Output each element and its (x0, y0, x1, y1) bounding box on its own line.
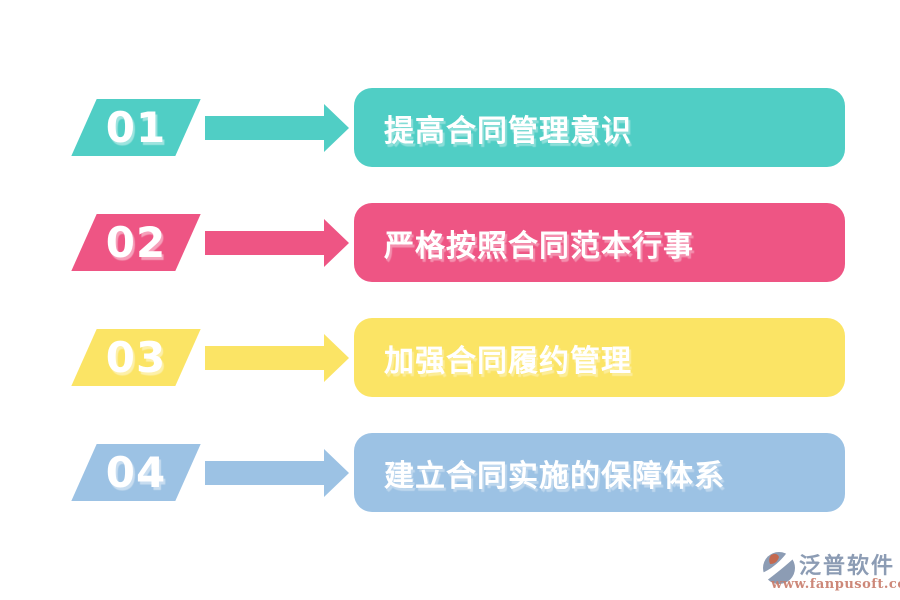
step-number-badge: 03 (71, 329, 201, 386)
arrow-right-icon (205, 231, 325, 255)
step-label: 建立合同实施的保障体系 (384, 458, 725, 494)
arrow-right-icon (205, 461, 325, 485)
fanpu-logo-icon (762, 551, 796, 585)
arrow-head-icon (324, 219, 349, 267)
brand-watermark: 泛普软件 www.fanpusoft.com (762, 548, 900, 594)
step-label: 严格按照合同范本行事 (384, 228, 694, 264)
step-row-2: 02 严格按照合同范本行事 (0, 203, 900, 282)
arrow-head-icon (324, 449, 349, 497)
step-number: 01 (105, 102, 167, 152)
step-row-3: 03 加强合同履约管理 (0, 318, 900, 397)
step-number-badge: 04 (71, 444, 201, 501)
brand-url: www.fanpusoft.com (771, 577, 900, 592)
step-number: 02 (105, 217, 167, 267)
step-label-bar: 加强合同履约管理 (354, 318, 845, 397)
step-label: 加强合同履约管理 (384, 343, 632, 379)
step-number-badge: 02 (71, 214, 201, 271)
arrow-head-icon (324, 104, 349, 152)
step-number: 03 (105, 332, 167, 382)
arrow-right-icon (205, 116, 325, 140)
arrow-right-icon (205, 346, 325, 370)
step-label-bar: 提高合同管理意识 (354, 88, 845, 167)
step-number-badge: 01 (71, 99, 201, 156)
step-label-bar: 建立合同实施的保障体系 (354, 433, 845, 512)
step-label-bar: 严格按照合同范本行事 (354, 203, 845, 282)
step-label: 提高合同管理意识 (384, 113, 632, 149)
step-row-4: 04 建立合同实施的保障体系 (0, 433, 900, 512)
arrow-head-icon (324, 334, 349, 382)
brand-name: 泛普软件 (799, 554, 896, 579)
step-row-1: 01 提高合同管理意识 (0, 88, 900, 167)
step-number: 04 (105, 447, 167, 497)
